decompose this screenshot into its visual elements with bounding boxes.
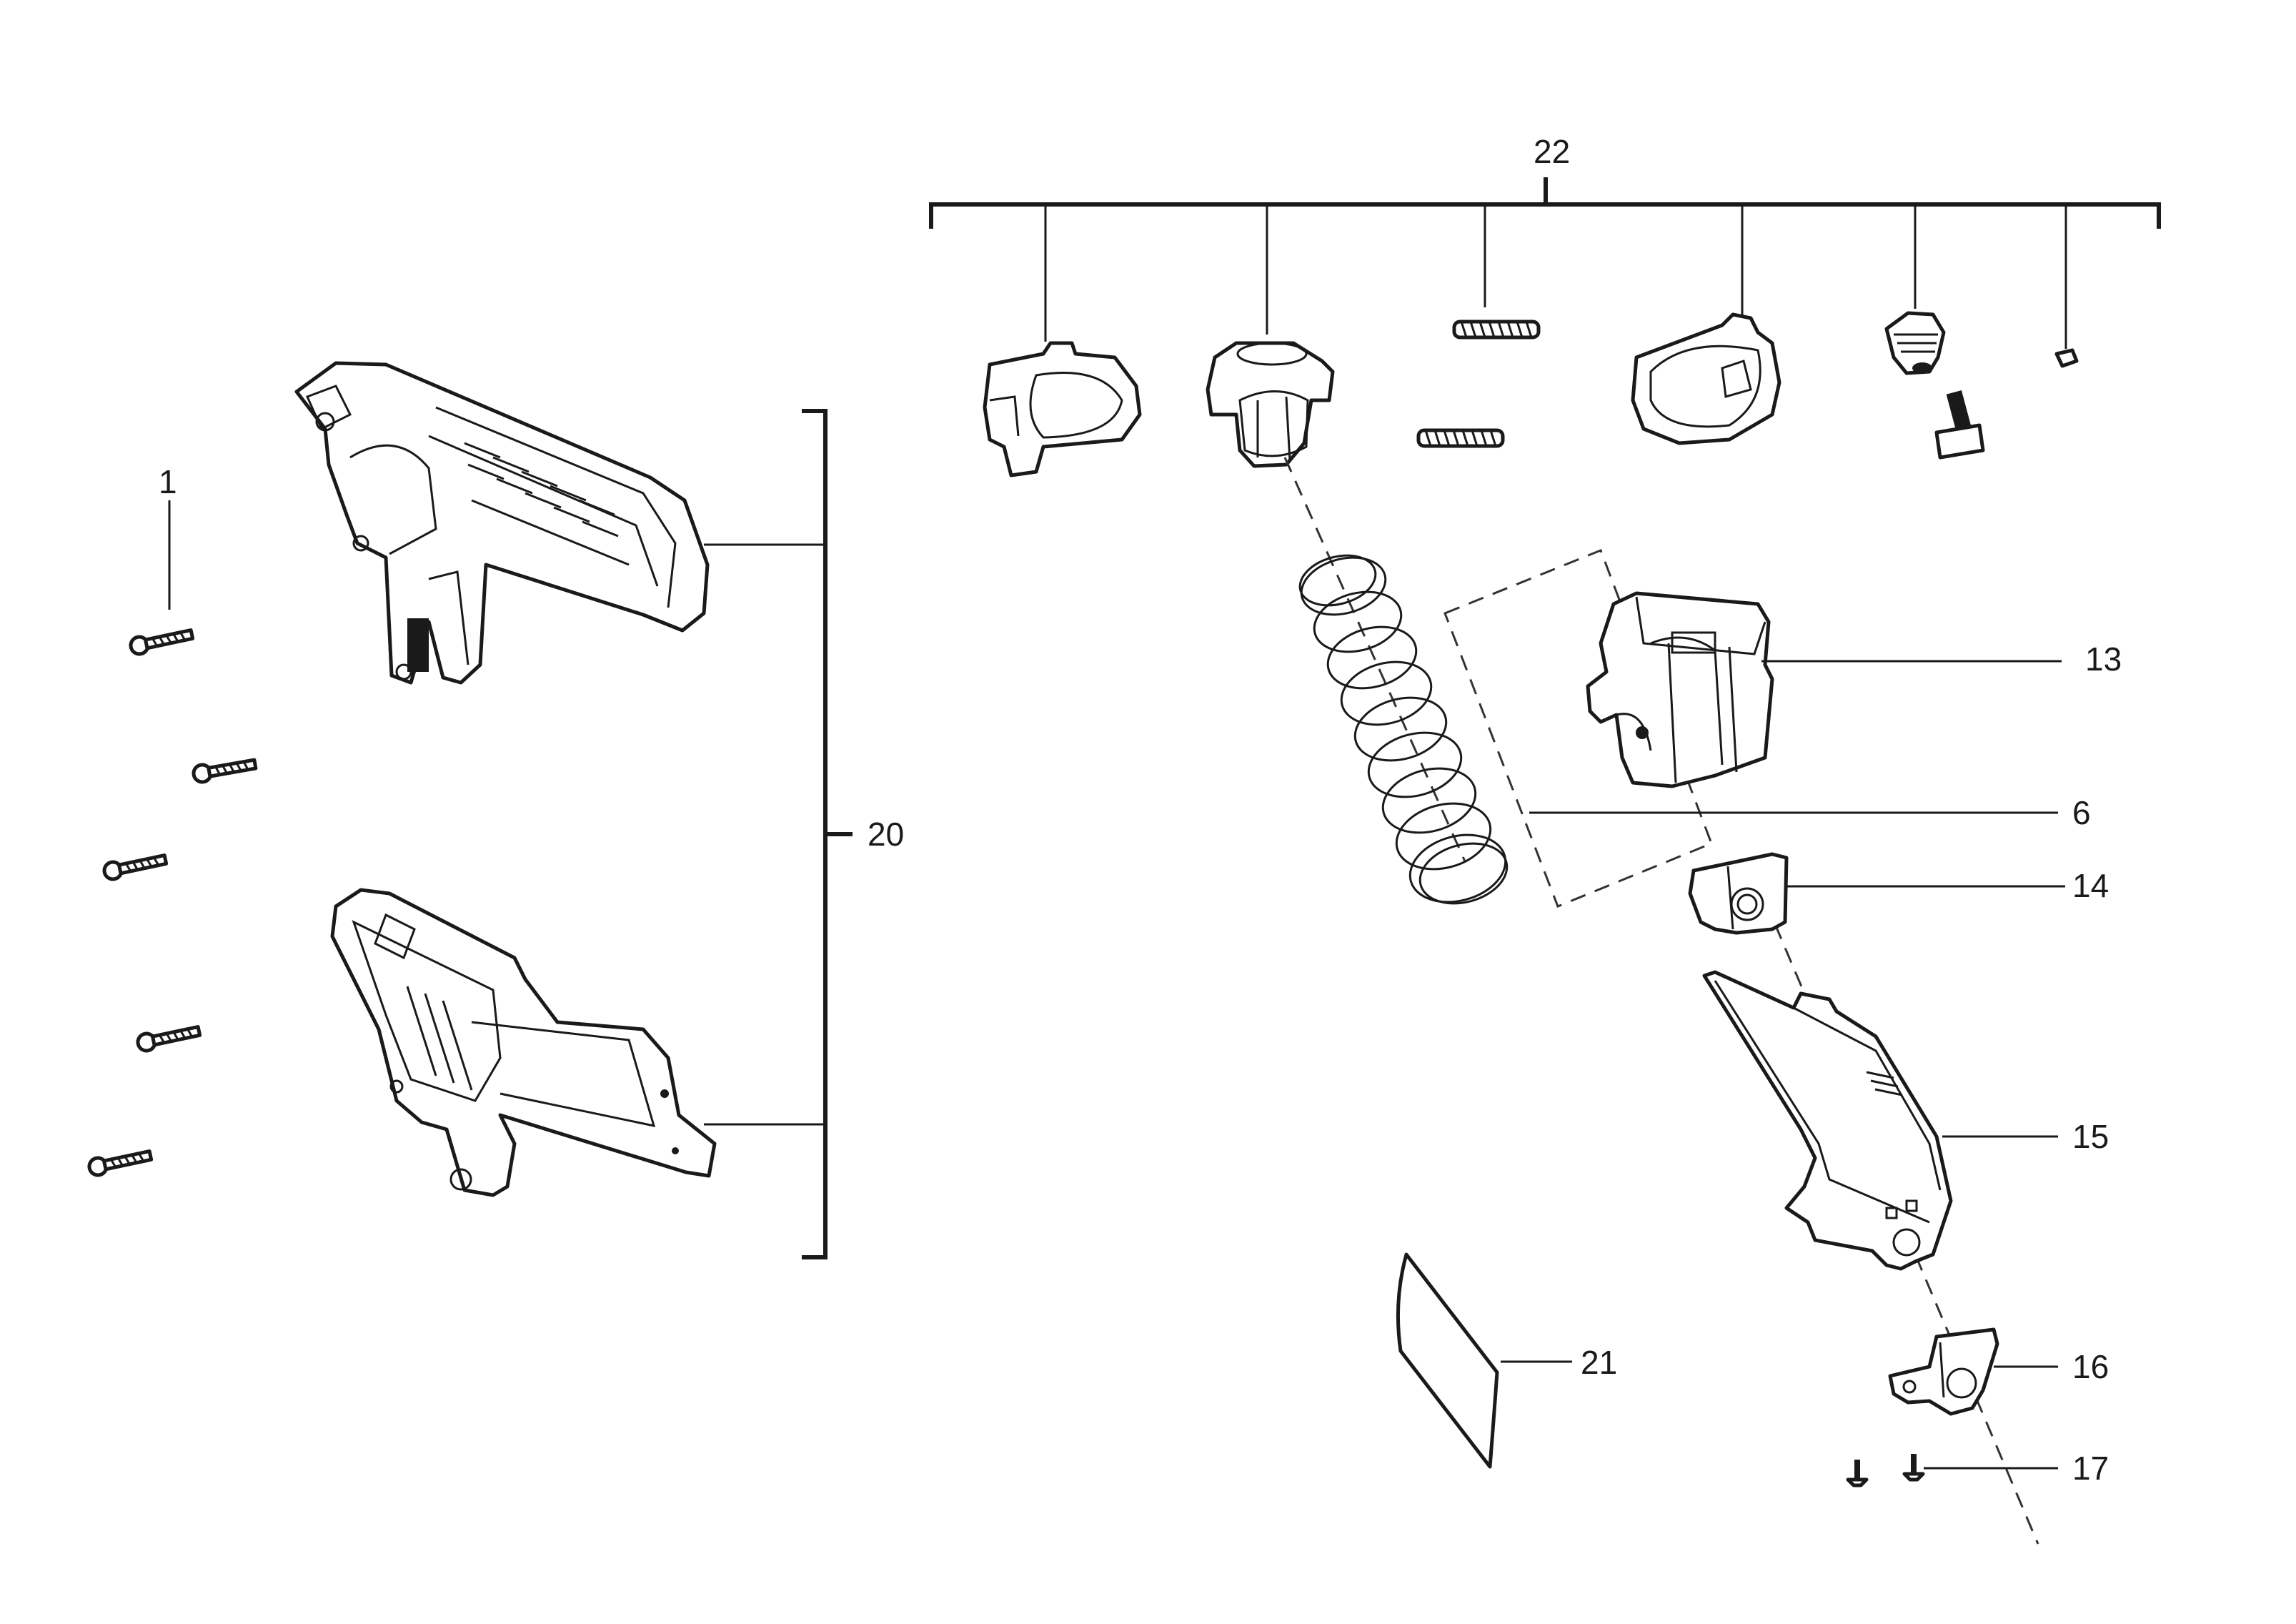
compression-spring-icon [1452, 320, 1541, 340]
clip-icon [1688, 852, 1789, 935]
compression-spring-icon [1298, 554, 1509, 905]
bracket-22 [929, 177, 2161, 349]
end-cap-left-icon [983, 341, 1142, 477]
callout-21: 21 [1581, 1344, 1617, 1381]
bracket-icon [1888, 1327, 1999, 1416]
screw-icon [192, 758, 258, 784]
callout-1: 1 [159, 463, 177, 500]
guide-channel-icon [1702, 970, 1953, 1271]
callout-15: 15 [2072, 1118, 2109, 1155]
upper-housing-half-icon [294, 361, 710, 685]
label-plate-icon [1396, 1252, 1499, 1469]
screw-icon [136, 1025, 202, 1053]
magazine-block-icon [1586, 591, 1774, 788]
callout-6: 6 [2072, 794, 2091, 831]
compression-spring-icon [1416, 428, 1505, 448]
pin-icon [2054, 348, 2079, 368]
lower-housing-half-icon [330, 888, 717, 1197]
knob-icon [1884, 311, 1946, 375]
bracket-20 [704, 409, 853, 1259]
callout-13: 13 [2085, 640, 2122, 678]
axis-line-spring [1283, 457, 1466, 862]
screw-icon [102, 853, 169, 881]
callout-20: 20 [868, 816, 904, 853]
screw-icon [87, 1149, 154, 1177]
callout-17: 17 [2072, 1450, 2109, 1487]
callout-22: 22 [1534, 133, 1570, 170]
callout-14: 14 [2072, 867, 2109, 904]
screw-icon [1934, 390, 1985, 460]
assembly-outline [1443, 549, 1713, 908]
callout-16: 16 [2072, 1348, 2109, 1385]
screw-icon [1846, 1460, 1869, 1487]
end-cap-right-icon [1631, 312, 1781, 445]
bushing-icon [1206, 341, 1335, 468]
screw-icon [1902, 1454, 1925, 1482]
screw-icon [129, 628, 195, 656]
